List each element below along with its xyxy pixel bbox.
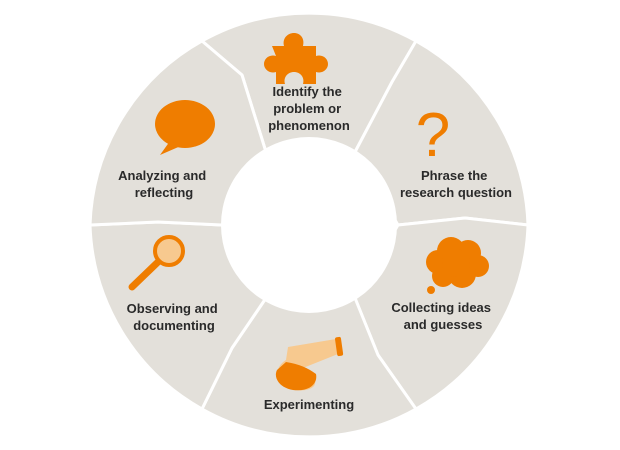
label-collect-line-1: Collecting ideas xyxy=(391,300,491,315)
label-identify-line-3: phenomenon xyxy=(268,118,350,133)
label-observe: Observing and documenting xyxy=(127,301,222,333)
center-hole xyxy=(221,137,397,313)
label-identify-line-2: problem or xyxy=(273,101,341,116)
label-phrase-line-1: Phrase the xyxy=(421,168,487,183)
label-identify-line-1: Identify the xyxy=(273,84,342,99)
flask-icon xyxy=(275,336,344,391)
thought-cloud-icon xyxy=(426,237,489,294)
label-phrase: Phrase the research question xyxy=(400,168,512,200)
speech-bubble-icon xyxy=(155,100,215,155)
puzzle-icon xyxy=(264,33,328,84)
label-collect: Collecting ideas and guesses xyxy=(391,300,494,332)
label-observe-line-2: documenting xyxy=(133,318,215,333)
label-identify: Identify the problem or phenomenon xyxy=(268,84,350,133)
label-analyze: Analyzing and reflecting xyxy=(118,168,210,200)
label-collect-line-2: and guesses xyxy=(404,317,483,332)
magnifier-icon xyxy=(128,235,185,291)
label-experiment: Experimenting xyxy=(264,397,354,412)
step-labels: Identify the problem or phenomenon Phras… xyxy=(118,84,512,412)
label-observe-line-1: Observing and xyxy=(127,301,218,316)
label-analyze-line-2: reflecting xyxy=(135,185,194,200)
question-mark-icon: ? xyxy=(416,101,450,170)
label-phrase-line-2: research question xyxy=(400,185,512,200)
label-analyze-line-1: Analyzing and xyxy=(118,168,206,183)
label-experiment-line-1: Experimenting xyxy=(264,397,354,412)
